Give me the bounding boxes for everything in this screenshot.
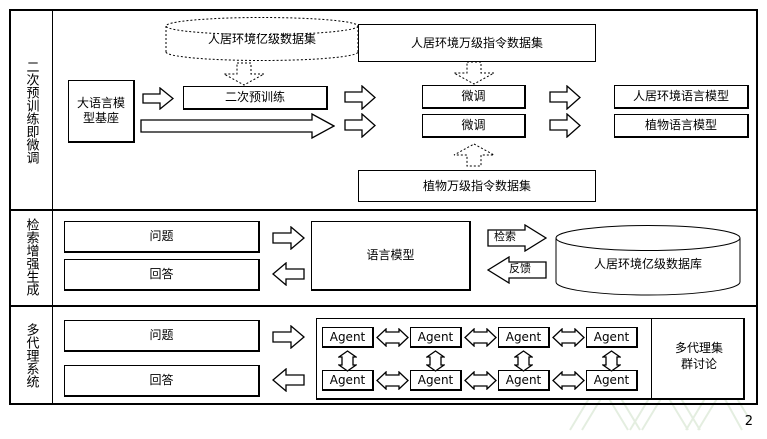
agent-box-top-1-label: Agent <box>329 329 366 344</box>
agent-box-bottom-2-label: Agent <box>417 372 454 387</box>
block-arrow-up-down-icon-col-1 <box>338 350 357 372</box>
row-label-agents-text: 多代理系统 <box>23 322 39 388</box>
agent-box-top-1[interactable]: Agent <box>322 327 374 348</box>
agent-box-bottom-2[interactable]: Agent <box>410 370 462 391</box>
agent-box-bottom-1[interactable]: Agent <box>322 370 374 391</box>
block-arrow-left-icon-feedback <box>487 256 547 284</box>
database-cylinder-label: 人居环境亿级数据库 <box>593 257 702 271</box>
secondary-pretrain-box[interactable]: 二次预训练 <box>183 86 328 110</box>
diagram-outer-frame <box>9 9 758 405</box>
agent-discussion-line-2: 群讨论 <box>680 357 717 371</box>
block-arrow-right-icon-rag-question <box>272 226 305 250</box>
agent-box-top-2[interactable]: Agent <box>410 327 462 348</box>
row-label-agents: 多代理系统 <box>14 309 48 401</box>
row-divider-2 <box>9 305 758 307</box>
agent-box-top-3[interactable]: Agent <box>498 327 550 348</box>
block-arrow-right-icon-base-to-pretrain <box>142 87 174 110</box>
block-arrow-right-icon-skip <box>140 113 335 139</box>
agent-discussion-label: 多代理集 群讨论 <box>655 340 743 372</box>
block-arrow-right-icon-retrieve <box>487 224 547 252</box>
agent-box-bottom-3-label: Agent <box>505 372 542 387</box>
row-label-rag-text: 检索增强生成 <box>23 218 39 296</box>
instruction-dataset-bottom-box[interactable]: 植物万级指令数据集 <box>358 170 596 202</box>
agent-discussion-line-1: 多代理集 <box>674 341 723 355</box>
instruction-dataset-top-label: 人居环境万级指令数据集 <box>410 35 543 50</box>
agent-box-top-2-label: Agent <box>417 329 454 344</box>
agent-box-bottom-4-label: Agent <box>593 372 630 387</box>
block-arrow-right-icon-agent-question <box>272 325 305 349</box>
base-model-line-1: 大语言模 <box>76 96 125 110</box>
block-arrow-down-icon-instruction-top <box>453 61 495 85</box>
instruction-dataset-top-box[interactable]: 人居环境万级指令数据集 <box>358 24 596 62</box>
agent-box-top-4-label: Agent <box>593 329 630 344</box>
agent-question-label: 问题 <box>149 328 174 342</box>
block-arrow-up-down-icon-col-4 <box>602 350 621 372</box>
row-divider-1 <box>9 209 758 211</box>
agent-box-top-3-label: Agent <box>505 329 542 344</box>
rag-answer-label: 回答 <box>149 267 174 281</box>
row-label-pretrain: 二次预训练即微调 <box>14 22 48 202</box>
block-arrow-left-right-icon-bottom-1 <box>376 371 409 390</box>
agent-answer-label: 回答 <box>149 373 174 387</box>
output-model-top-label: 人居环境语言模型 <box>632 89 729 103</box>
block-arrow-left-right-icon-bottom-2 <box>464 371 497 390</box>
block-arrow-up-icon-instruction-bottom <box>453 143 495 167</box>
label-column-divider <box>52 9 53 405</box>
rag-question-label: 问题 <box>149 229 174 243</box>
rag-question-box[interactable]: 问题 <box>64 221 260 253</box>
block-arrow-up-down-icon-col-3 <box>514 350 533 372</box>
output-model-top-box[interactable]: 人居环境语言模型 <box>614 85 749 109</box>
output-model-bottom-box[interactable]: 植物语言模型 <box>614 114 749 138</box>
rag-language-model-box[interactable]: 语言模型 <box>311 221 471 291</box>
agent-box-bottom-4[interactable]: Agent <box>586 370 638 391</box>
agent-panel-divider <box>651 319 652 399</box>
base-model-box[interactable]: 大语言模 型基座 <box>68 80 135 143</box>
block-arrow-left-icon-agent-answer <box>272 368 305 392</box>
finetune-bottom-label: 微调 <box>461 118 486 132</box>
instruction-dataset-bottom-label: 植物万级指令数据集 <box>422 178 531 193</box>
block-arrow-down-icon-dataset <box>223 62 265 86</box>
feedback-arrow-label: 反馈 <box>509 262 531 275</box>
finetune-top-box[interactable]: 微调 <box>422 85 526 109</box>
output-model-bottom-label: 植物语言模型 <box>644 118 717 132</box>
row-label-rag: 检索增强生成 <box>14 213 48 301</box>
finetune-bottom-box[interactable]: 微调 <box>422 114 526 138</box>
agent-box-bottom-3[interactable]: Agent <box>498 370 550 391</box>
block-arrow-left-right-icon-top-3 <box>552 328 585 347</box>
block-arrow-right-icon-to-output-top <box>549 85 581 110</box>
block-arrow-left-right-icon-top-2 <box>464 328 497 347</box>
finetune-top-label: 微调 <box>461 89 486 103</box>
base-model-line-2: 型基座 <box>82 111 119 125</box>
block-arrow-up-down-icon-col-2 <box>426 350 445 372</box>
agent-question-box[interactable]: 问题 <box>64 320 260 352</box>
block-arrow-right-icon-to-finetune-bottom <box>344 113 376 138</box>
retrieve-arrow-label: 检索 <box>494 230 516 243</box>
agent-box-bottom-1-label: Agent <box>329 372 366 387</box>
agent-box-top-4[interactable]: Agent <box>586 327 638 348</box>
database-cylinder-shape <box>555 225 741 296</box>
block-arrow-left-icon-rag-answer <box>272 262 305 286</box>
agent-answer-box[interactable]: 回答 <box>64 365 260 397</box>
secondary-pretrain-label: 二次预训练 <box>224 90 285 104</box>
row-label-pretrain-text: 二次预训练即微调 <box>23 60 39 164</box>
rag-language-model-label: 语言模型 <box>366 248 415 262</box>
block-arrow-left-right-icon-top-1 <box>376 328 409 347</box>
rag-answer-box[interactable]: 回答 <box>64 259 260 291</box>
page-number: 2 <box>744 414 753 429</box>
block-arrow-right-icon-to-finetune-top <box>344 85 376 110</box>
dataset-cylinder-label: 人居环境亿级数据集 <box>207 32 316 46</box>
block-arrow-left-right-icon-bottom-3 <box>552 371 585 390</box>
block-arrow-right-icon-to-output-bottom <box>549 113 581 138</box>
